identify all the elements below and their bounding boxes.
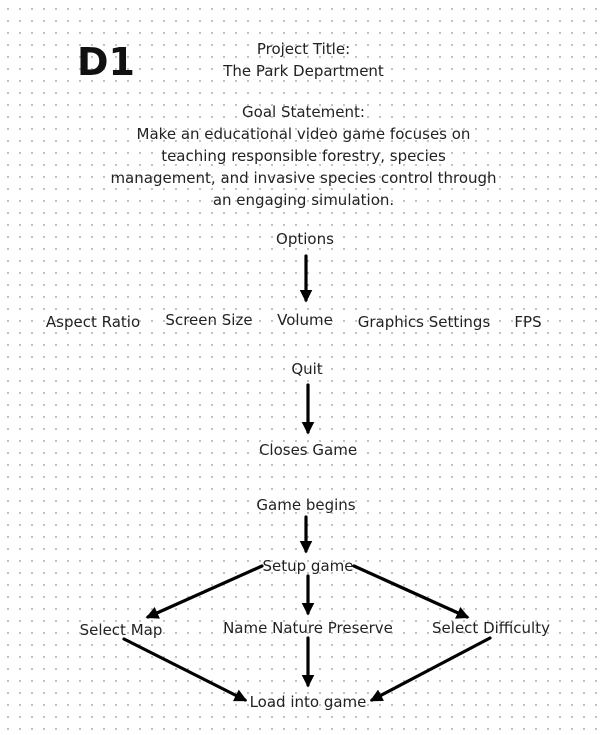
goal-line: Make an educational video game focuses o…	[136, 125, 471, 143]
node-game-begins: Game begins	[256, 496, 356, 514]
node-closes-game: Closes Game	[258, 441, 358, 459]
goal-statement-label: Goal Statement:	[242, 103, 365, 121]
arrow-setup-to-select-difficulty	[352, 564, 470, 619]
arrow-setup-to-select-map	[145, 564, 264, 619]
node-options: Options	[276, 230, 334, 248]
node-select-difficulty: Select Difficulty	[432, 619, 550, 637]
goal-statement-block: Goal Statement: Make an educational vide…	[0, 101, 607, 211]
node-option-screen-size: Screen Size	[165, 311, 253, 329]
node-load-into-game: Load into game	[249, 693, 367, 711]
project-title-block: Project Title: The Park Department	[0, 38, 607, 82]
node-select-map: Select Map	[79, 621, 163, 639]
goal-line: an engaging simulation.	[212, 191, 395, 209]
node-name-nature-preserve: Name Nature Preserve	[223, 619, 393, 637]
node-setup-game: Setup game	[262, 557, 354, 575]
node-option-volume: Volume	[277, 311, 333, 329]
node-quit: Quit	[291, 360, 323, 378]
project-title-label: Project Title:	[256, 40, 351, 58]
node-option-fps: FPS	[514, 313, 542, 331]
diagram-heading: D1	[77, 40, 135, 84]
node-option-graphics-settings: Graphics Settings	[357, 313, 491, 331]
project-title-value: The Park Department	[223, 62, 384, 80]
arrow-select-difficulty-to-load	[369, 636, 492, 702]
node-option-aspect-ratio: Aspect Ratio	[45, 313, 141, 331]
goal-line: management, and invasive species control…	[110, 169, 497, 187]
goal-line: teaching responsible forestry, species	[161, 147, 446, 165]
arrow-select-map-to-load	[122, 637, 248, 702]
